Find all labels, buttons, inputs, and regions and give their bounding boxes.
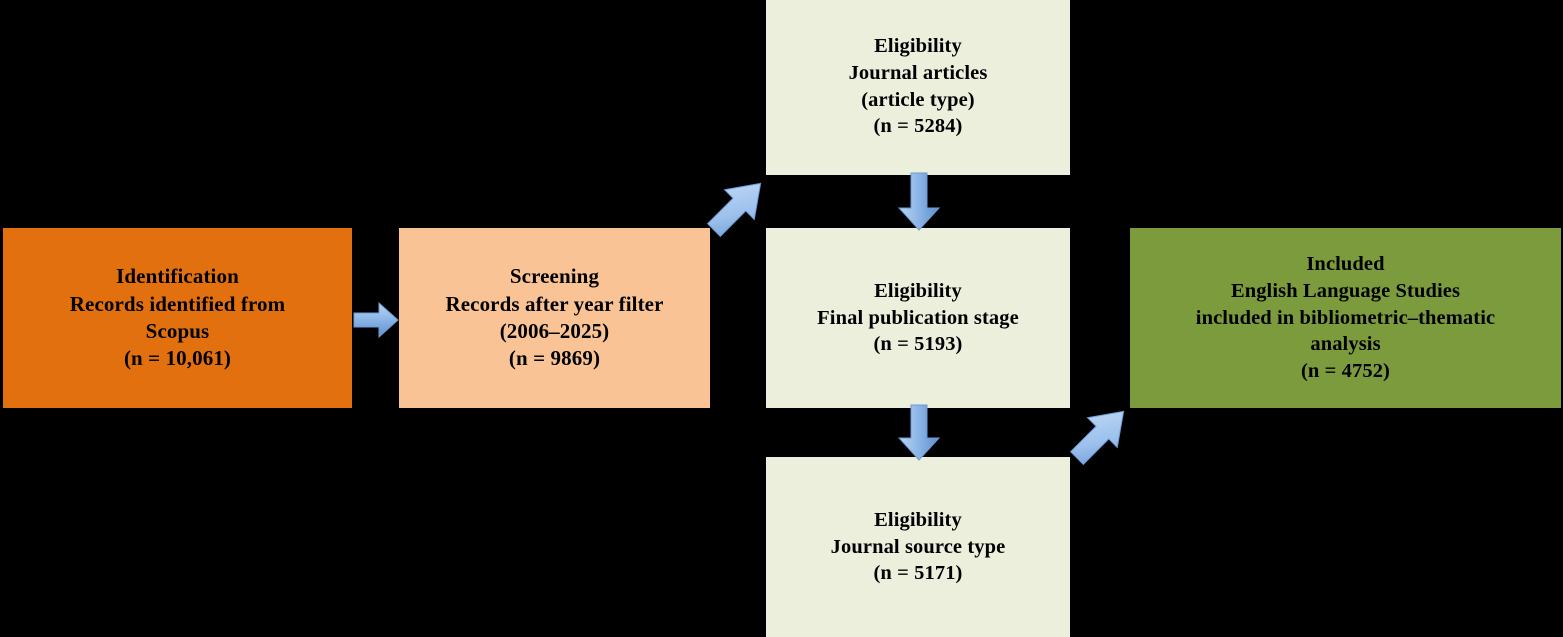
eligibility-article-type-count: (n = 5284)	[873, 115, 963, 138]
included-count: (n = 4752)	[1301, 359, 1390, 382]
box-screening: Screening Records after year filter (200…	[399, 228, 710, 408]
screening-line-1: Screening	[509, 264, 600, 289]
box-identification: Identification Records identified from S…	[3, 228, 352, 408]
box-eligibility-article-type: Eligibility Journal articles (article ty…	[766, 0, 1070, 175]
included-line-1: Included	[1306, 253, 1385, 276]
box-included: Included English Language Studies includ…	[1130, 228, 1561, 408]
eligibility-source-type-line-2: Journal source type	[830, 535, 1006, 558]
eligibility-publication-stage-count: (n = 5193)	[873, 333, 963, 356]
eligibility-source-type-count: (n = 5171)	[873, 562, 963, 585]
identification-line-3: Scopus	[145, 319, 210, 343]
eligibility-source-type-line-1: Eligibility	[874, 509, 962, 532]
arrow-up-right-icon-source-type-to-included	[1063, 396, 1139, 472]
eligibility-article-type-line-3: (article type)	[861, 88, 975, 111]
arrow-down-icon-publication-stage-to-source-type	[896, 404, 942, 462]
identification-line-2: Records identified from	[69, 291, 286, 316]
arrow-down-icon-article-type-to-publication-stage	[896, 172, 942, 232]
arrow-up-right-icon-screening-to-article-type	[700, 168, 776, 244]
screening-count: (n = 9869)	[508, 346, 601, 371]
eligibility-article-type-line-2: Journal articles	[848, 61, 988, 84]
eligibility-publication-stage-line-1: Eligibility	[874, 280, 962, 303]
included-line-2: English Language Studies	[1230, 280, 1461, 303]
eligibility-article-type-line-1: Eligibility	[874, 35, 962, 58]
identification-line-1: Identification	[116, 264, 239, 289]
identification-count: (n = 10,061)	[123, 346, 232, 371]
box-eligibility-publication-stage: Eligibility Final publication stage (n =…	[766, 228, 1070, 408]
box-eligibility-source-type: Eligibility Journal source type (n = 517…	[766, 457, 1070, 637]
included-line-4: analysis	[1310, 333, 1381, 356]
included-line-3: included in bibliometric–thematic	[1195, 306, 1496, 329]
screening-line-3: (2006–2025)	[499, 319, 610, 343]
arrow-right-icon-identification-to-screening	[352, 296, 400, 344]
eligibility-publication-stage-line-2: Final publication stage	[817, 306, 1019, 329]
screening-line-2: Records after year filter	[445, 291, 664, 316]
